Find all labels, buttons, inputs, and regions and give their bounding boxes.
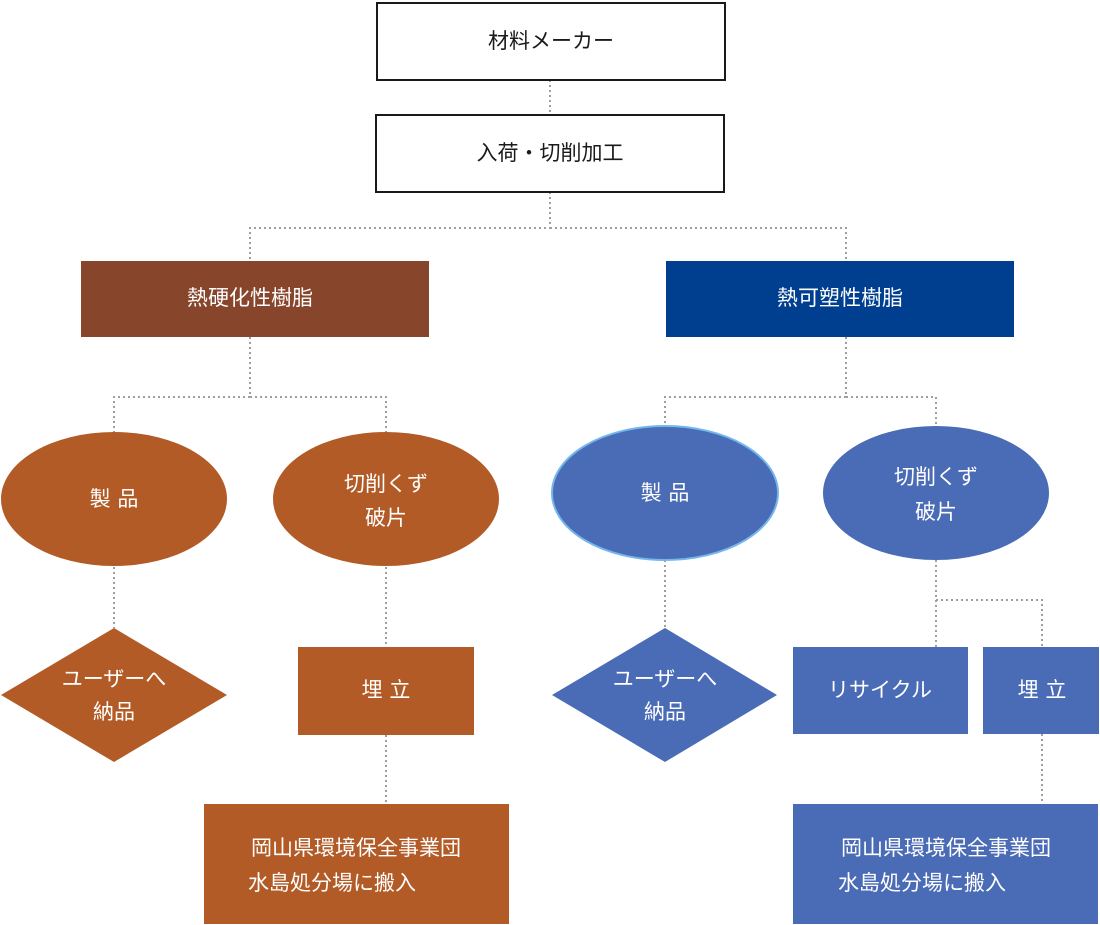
thermoset-landfill: 埋 立: [298, 647, 474, 735]
thermoplastic-product-shape: [551, 425, 779, 561]
thermoplastic-header: 熱可塑性樹脂: [666, 261, 1014, 337]
thermoplastic-landfill-label: 埋 立: [1018, 678, 1067, 702]
thermoset-disposal-label-line2: 水島処分場に搬入: [248, 871, 416, 895]
processing-box: 入荷・切削加工: [375, 114, 725, 193]
thermoset-scrap-shape: [273, 432, 499, 566]
thermoset-disposal: 岡山県環境保全事業団 水島処分場に搬入: [204, 804, 509, 924]
thermoset-scrap: 切削くず 破片: [273, 432, 499, 566]
thermoset-scrap-label-line1: 切削くず: [344, 472, 428, 496]
thermoplastic-disposal: 岡山県環境保全事業団 水島処分場に搬入: [793, 804, 1098, 924]
thermoset-landfill-shape: [298, 647, 474, 735]
thermoplastic-scrap-label-line1: 切削くず: [894, 465, 978, 489]
thermoset-landfill-label: 埋 立: [362, 678, 411, 702]
thermoplastic-recycle-label: リサイクル: [828, 678, 932, 702]
thermoset-header: 熱硬化性樹脂: [81, 261, 429, 337]
connector-thermoplastic-scrap-split: [935, 560, 1043, 647]
thermoplastic-landfill-shape: [983, 647, 1099, 734]
thermoplastic-scrap-shape: [823, 426, 1049, 560]
thermoset-product: 製 品: [1, 432, 227, 566]
connector-thermoset-to-children: [113, 337, 387, 432]
maker-box-shape: [376, 2, 726, 81]
thermoplastic-disposal-label-line2: 水島処分場に搬入: [838, 871, 1006, 895]
processing-box-shape: [375, 114, 725, 193]
thermoplastic-scrap-label-line2: 破片: [915, 500, 957, 524]
thermoplastic-landfill: 埋 立: [983, 647, 1099, 734]
thermoplastic-header-shape: [666, 261, 1014, 337]
thermoplastic-delivery-label-line1: ユーザーへ: [613, 667, 718, 691]
thermoset-header-shape: [81, 261, 429, 337]
thermoplastic-disposal-shape: [793, 804, 1098, 924]
thermoplastic-disposal-label-line1: 岡山県環境保全事業団: [841, 836, 1051, 860]
thermoset-delivery-shape: [1, 628, 227, 762]
thermoplastic-delivery-label-line2: 納品: [644, 700, 686, 724]
connectors: [113, 80, 1043, 804]
thermoplastic-scrap: 切削くず 破片: [823, 426, 1049, 560]
maker-box: 材料メーカー: [376, 2, 726, 81]
thermoset-product-label: 製 品: [90, 487, 139, 511]
thermoplastic-product-label: 製 品: [641, 481, 690, 505]
connector-processing-to-branch: [249, 192, 847, 261]
thermoset-delivery: ユーザーへ 納品: [1, 628, 227, 762]
thermoset-scrap-label-line2: 破片: [365, 506, 407, 530]
thermoplastic-product: 製 品: [551, 425, 779, 561]
maker-label: 材料メーカー: [488, 29, 614, 53]
thermoplastic-recycle-shape: [793, 647, 968, 734]
thermoset-header-label: 熱硬化性樹脂: [187, 286, 313, 310]
connector-thermoplastic-to-children: [664, 337, 937, 426]
thermoplastic-recycle: リサイクル: [793, 647, 968, 734]
processing-label: 入荷・切削加工: [477, 141, 624, 165]
thermoset-disposal-shape: [204, 804, 509, 924]
thermoset-disposal-label-line1: 岡山県環境保全事業団: [251, 836, 461, 860]
thermoplastic-delivery: ユーザーへ 納品: [552, 628, 777, 762]
thermoset-delivery-label-line1: ユーザーへ: [62, 667, 167, 691]
thermoplastic-delivery-shape: [552, 628, 777, 762]
thermoplastic-header-label: 熱可塑性樹脂: [777, 286, 903, 310]
thermoset-delivery-label-line2: 納品: [93, 700, 135, 724]
thermoset-product-shape: [1, 432, 227, 566]
